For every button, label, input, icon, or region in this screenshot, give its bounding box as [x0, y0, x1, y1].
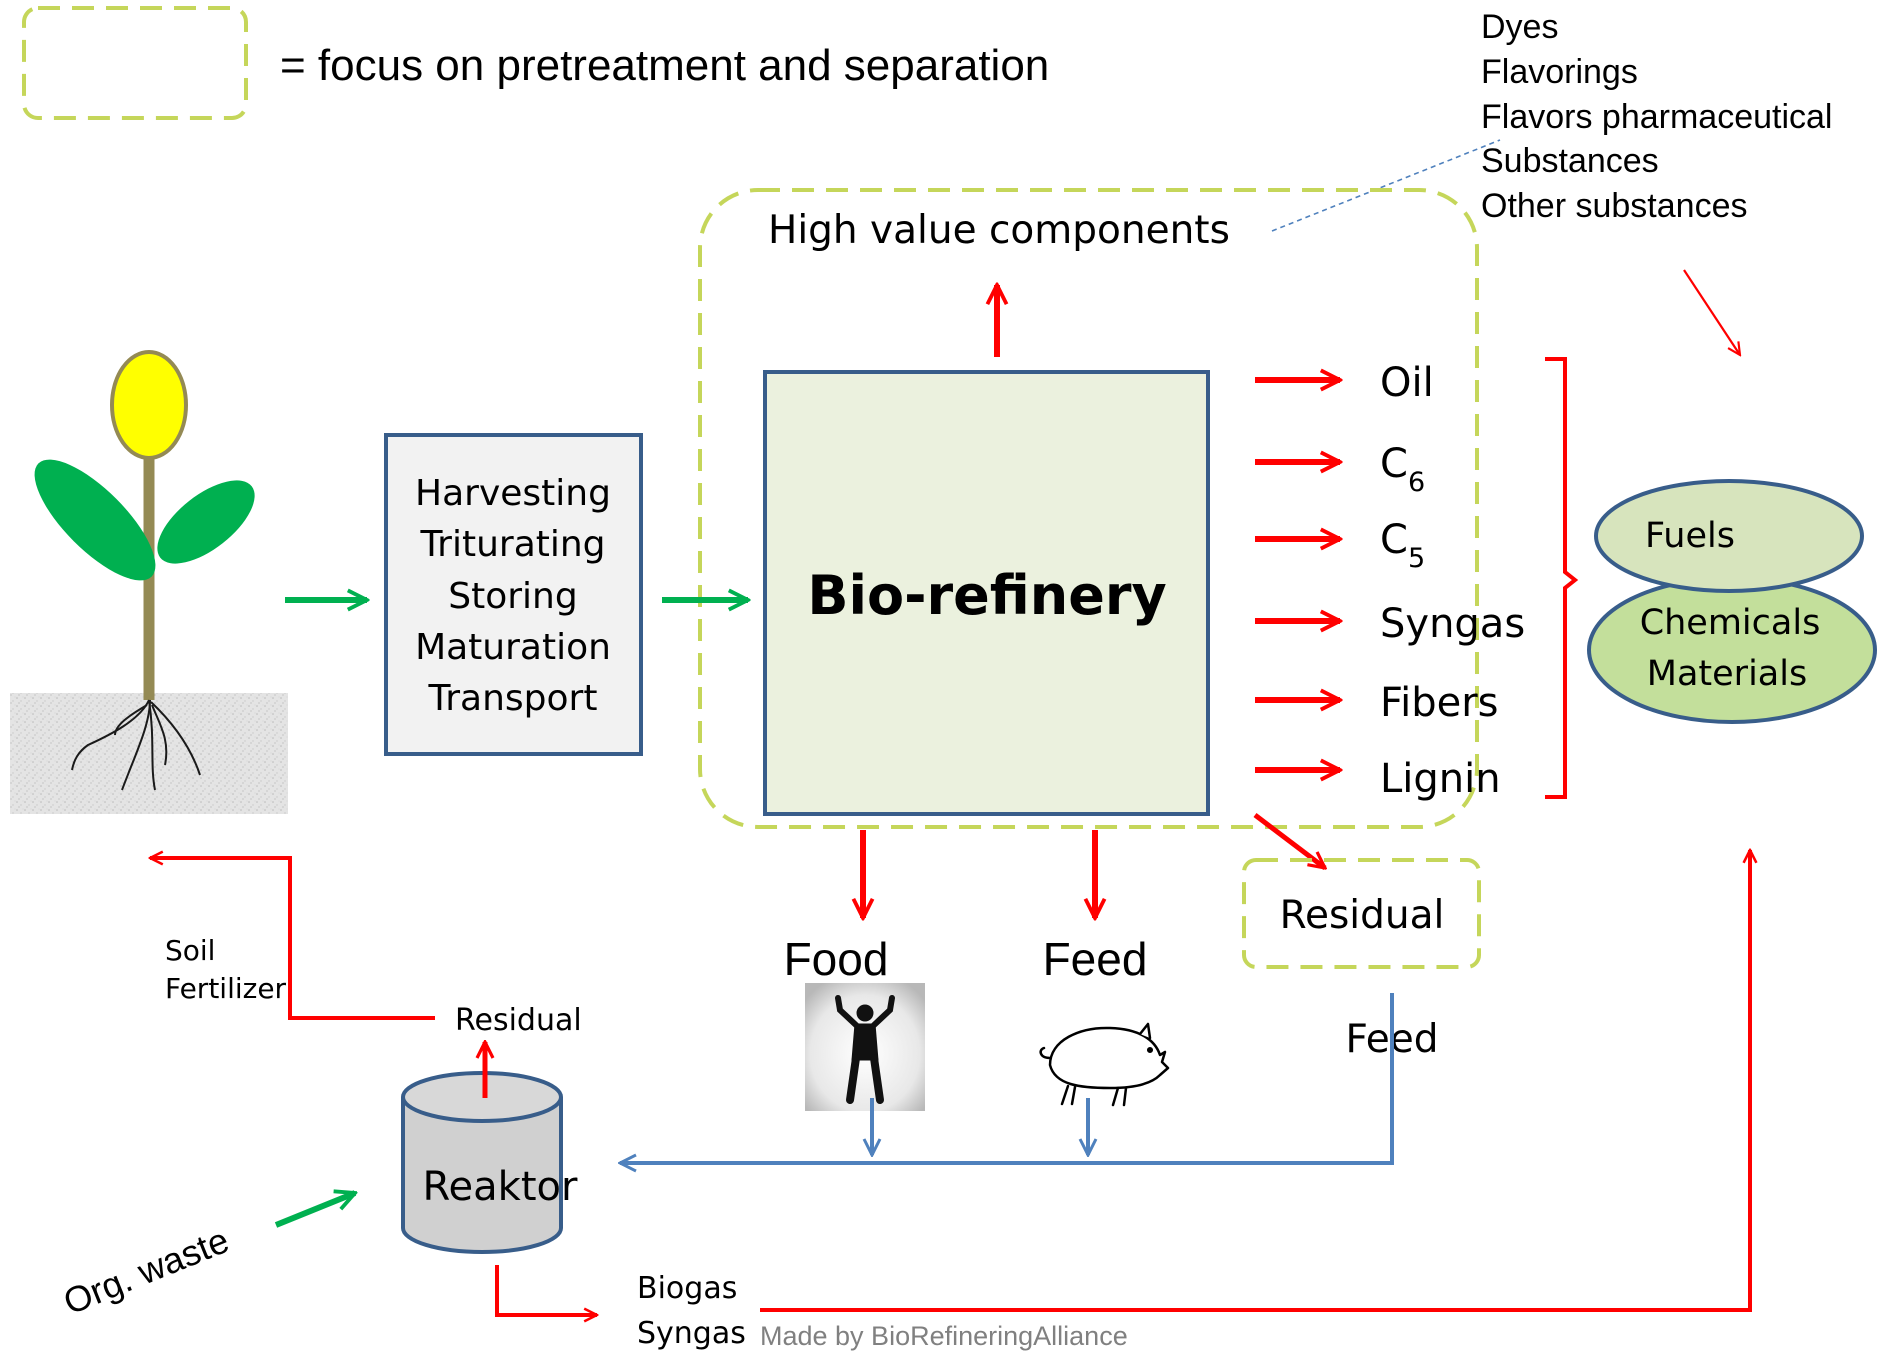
reaktor-label: Reaktor — [423, 1164, 578, 1210]
output-arrows — [1255, 380, 1340, 770]
pretreatment-box — [384, 433, 643, 756]
chemicals-label: Chemicals — [1640, 603, 1821, 643]
output-lignin: Lignin — [1380, 756, 1501, 802]
biogas-label: Biogas — [637, 1271, 737, 1306]
blue-collection-flow — [620, 993, 1394, 1163]
arrow-residual-to-soil — [150, 858, 435, 1020]
fuels-label: Fuels — [1645, 516, 1735, 556]
arrow-to-residual — [1253, 813, 1325, 868]
step-harvesting: Harvesting — [415, 473, 611, 514]
step-storing: Storing — [448, 576, 577, 617]
plant-icon — [10, 350, 288, 814]
hv-item-substances: Substances — [1481, 142, 1659, 180]
output-labels: Oil C6 C5 Syngas Fibers Lignin — [1380, 360, 1525, 802]
hv-callout-line — [1271, 139, 1501, 232]
fuels-ellipse — [1594, 479, 1864, 593]
org-waste-label: Org. waste — [58, 1219, 235, 1322]
syngas-label: Syngas — [637, 1316, 746, 1351]
food-label: Food — [784, 933, 889, 985]
credit-text: Made by BioRefineringAlliance — [760, 1321, 1128, 1351]
output-c6: C6 — [1380, 441, 1425, 498]
pig-icon — [1039, 1022, 1170, 1107]
reaktor-residual-label: Residual — [455, 1003, 582, 1038]
outputs-bracket — [1545, 357, 1579, 799]
step-triturating: Triturating — [419, 524, 605, 565]
reaktor-cylinder-icon — [401, 1071, 563, 1254]
legend-text: = focus on pretreatment and separation — [280, 41, 1049, 90]
blue-from-residual — [620, 993, 1394, 1163]
output-oil: Oil — [1380, 360, 1434, 406]
biorefinery-label: Bio-refinery — [807, 564, 1166, 627]
residual-label: Residual — [1280, 893, 1445, 938]
feed-label: Feed — [1043, 933, 1148, 985]
biorefinery-box — [763, 370, 1210, 816]
output-fibers: Fibers — [1380, 680, 1499, 726]
output-c5: C5 — [1380, 517, 1425, 574]
arrow-reaktor-biogas — [495, 1265, 597, 1315]
pretreatment-steps: Harvesting Triturating Storing Maturatio… — [415, 473, 611, 719]
hv-item-flavors-pharmaceutical: Flavors pharmaceutical — [1481, 98, 1832, 136]
hv-to-products-arrow — [1683, 269, 1740, 355]
hv-item-other-substances: Other substances — [1481, 187, 1747, 225]
legend-dashed-box — [22, 6, 248, 120]
arrow-biogas-to-products — [760, 850, 1750, 1312]
hv-item-dyes: Dyes — [1481, 8, 1558, 46]
residual-box — [1242, 858, 1481, 969]
step-maturation: Maturation — [415, 627, 611, 668]
output-syngas: Syngas — [1380, 601, 1525, 647]
step-transport: Transport — [428, 678, 598, 719]
high-value-title: High value components — [768, 208, 1230, 253]
person-icon — [805, 983, 925, 1111]
materials-label: Materials — [1647, 654, 1807, 694]
high-value-list: Dyes Flavorings Flavors pharmaceutical S… — [1481, 8, 1832, 225]
fertilizer-label: Fertilizer — [165, 972, 287, 1005]
arrow-org-waste — [274, 1193, 355, 1228]
soil-label: Soil — [165, 934, 215, 967]
hv-item-flavorings: Flavorings — [1481, 53, 1638, 91]
chemicals-materials-ellipse — [1587, 576, 1877, 724]
